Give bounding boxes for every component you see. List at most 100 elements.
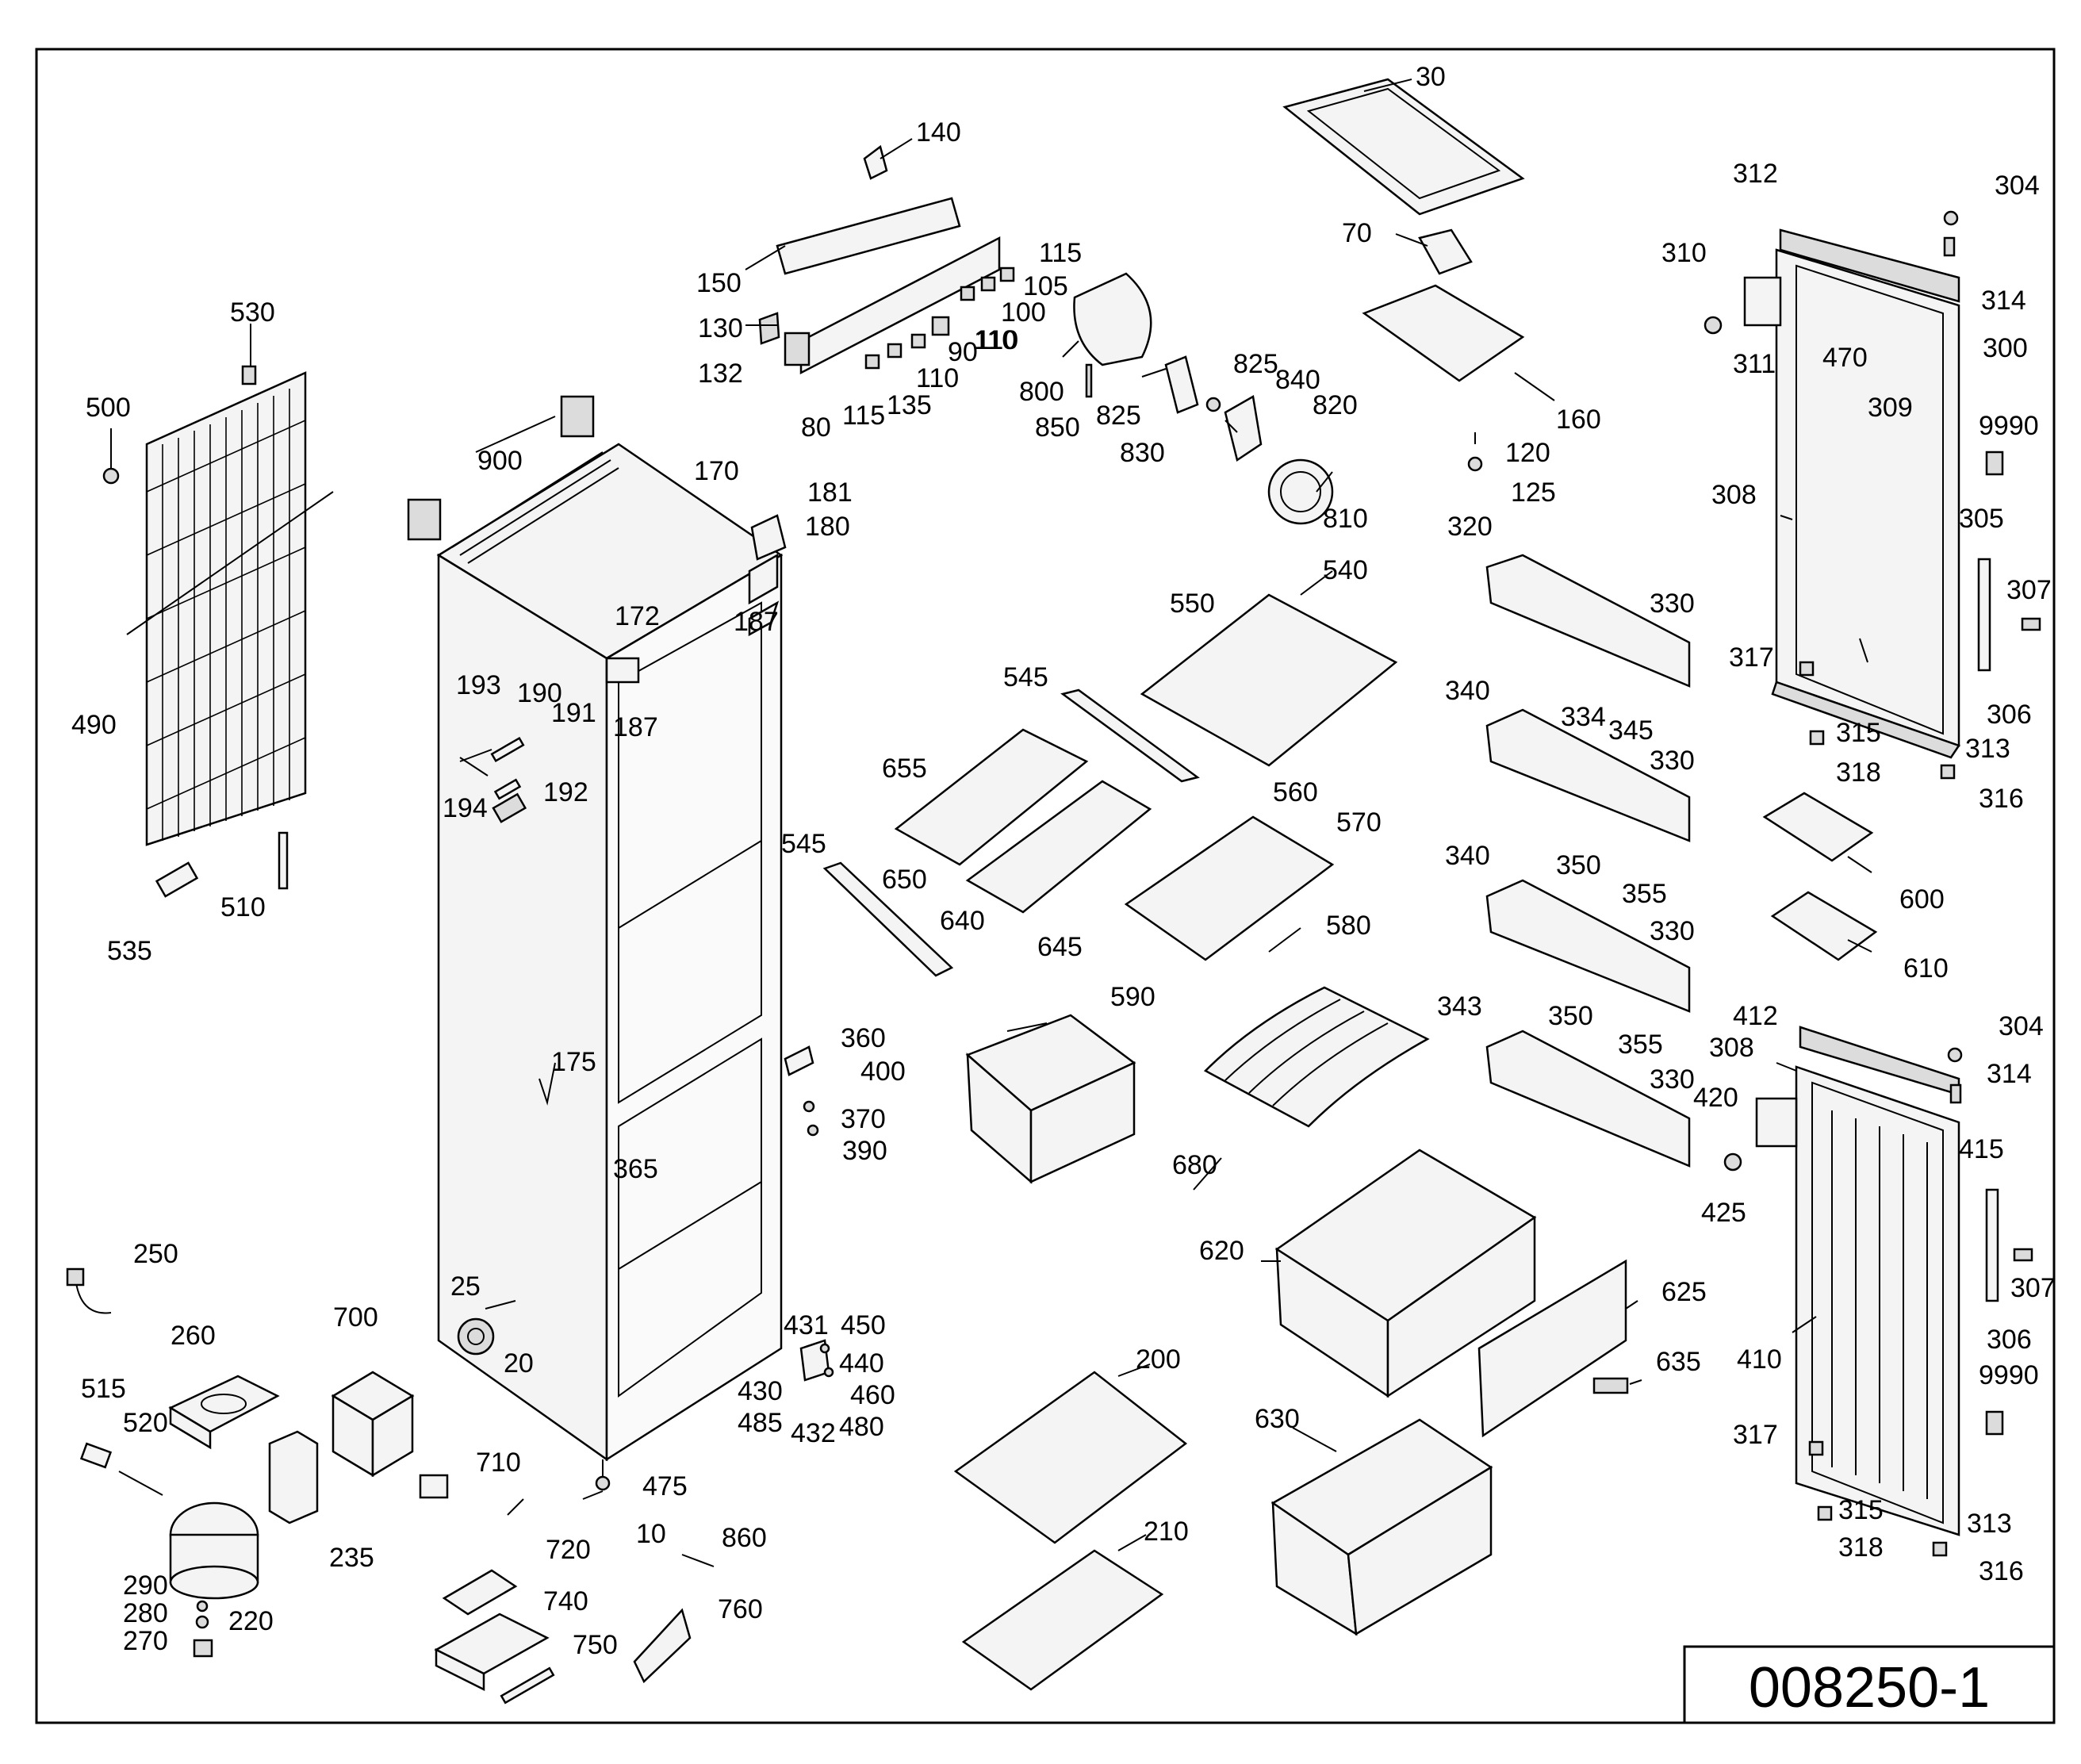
label-313a: 313 — [1965, 734, 2010, 764]
label-680: 680 — [1172, 1150, 1217, 1180]
label-330b: 330 — [1650, 746, 1695, 776]
light-740 — [434, 1613, 550, 1692]
label-430: 430 — [738, 1376, 783, 1406]
glass-shelf-650 — [894, 728, 1089, 866]
label-431: 431 — [784, 1310, 829, 1340]
label-470: 470 — [1822, 343, 1868, 373]
diagram-frame — [35, 48, 2056, 1724]
label-760: 760 — [718, 1594, 763, 1624]
label-530: 530 — [230, 297, 275, 328]
crisper-bin-590 — [965, 1014, 1136, 1184]
label-250: 250 — [133, 1239, 178, 1269]
label-270: 270 — [123, 1626, 168, 1656]
condenser-490 — [102, 324, 334, 898]
label-334: 334 — [1561, 702, 1606, 732]
label-194: 194 — [443, 793, 488, 823]
label-590: 590 — [1110, 982, 1155, 1012]
label-140: 140 — [916, 117, 961, 148]
evaporator-cover-30 — [1282, 78, 1525, 216]
label-485: 485 — [738, 1408, 783, 1438]
label-490: 490 — [71, 710, 117, 740]
label-700: 700 — [333, 1302, 378, 1333]
label-191: 191 — [551, 698, 596, 728]
freezer-drawer-620 — [1274, 1149, 1537, 1398]
label-309: 309 — [1868, 393, 1913, 423]
label-193: 193 — [456, 670, 501, 700]
label-304b: 304 — [1999, 1011, 2044, 1041]
bracket-760 — [633, 1608, 692, 1684]
label-308b: 308 — [1709, 1033, 1754, 1063]
label-320: 320 — [1447, 512, 1493, 542]
label-515: 515 — [81, 1374, 126, 1404]
label-135: 135 — [887, 390, 932, 420]
control-panel-assembly — [758, 144, 1015, 375]
label-360: 360 — [841, 1023, 886, 1053]
label-860: 860 — [722, 1523, 767, 1553]
label-510: 510 — [220, 892, 266, 922]
label-345: 345 — [1608, 715, 1654, 746]
label-110a: 110 — [974, 325, 1017, 355]
label-540: 540 — [1323, 555, 1368, 585]
label-580: 580 — [1326, 911, 1371, 941]
label-440: 440 — [839, 1348, 884, 1379]
label-420: 420 — [1693, 1083, 1738, 1113]
label-80: 80 — [801, 412, 831, 443]
drawing-id-box: 008250-1 — [1683, 1645, 2056, 1724]
label-130: 130 — [698, 313, 743, 343]
label-450: 450 — [841, 1310, 886, 1340]
freezer-drawer-630 — [1270, 1418, 1493, 1636]
label-350b: 350 — [1548, 1001, 1593, 1031]
fan-housing-800 — [1073, 272, 1334, 525]
door-bin-330-second — [1485, 708, 1691, 842]
label-9990b: 9990 — [1979, 1360, 2039, 1390]
label-355a: 355 — [1622, 879, 1667, 909]
shelf-trim-545 — [1060, 688, 1200, 783]
glass-shelf-640 — [965, 780, 1152, 914]
label-175: 175 — [551, 1047, 596, 1077]
compressor-220 — [169, 1501, 259, 1658]
label-560: 560 — [1273, 777, 1318, 807]
label-318b: 318 — [1838, 1532, 1884, 1563]
label-120: 120 — [1505, 438, 1550, 468]
label-800: 800 — [1019, 377, 1064, 407]
hinge-parts — [784, 1045, 834, 1382]
label-410: 410 — [1737, 1344, 1782, 1375]
label-305: 305 — [1959, 504, 2004, 534]
tray-housing-160 — [1362, 228, 1525, 472]
label-750: 750 — [573, 1630, 618, 1660]
label-316a: 316 — [1979, 784, 2024, 814]
label-190: 190 — [517, 678, 562, 708]
label-180: 180 — [805, 512, 850, 542]
label-200: 200 — [1136, 1344, 1181, 1375]
label-645: 645 — [1037, 932, 1083, 962]
part-number-labels: 30 70 160 120 125 140 150 130 132 80 115… — [71, 62, 2056, 1660]
label-90: 90 — [948, 337, 978, 367]
label-365: 365 — [613, 1154, 658, 1184]
label-310: 310 — [1661, 238, 1707, 268]
ice-tray-610 — [1770, 891, 1878, 961]
label-412: 412 — [1733, 1001, 1778, 1031]
lower-door-410 — [1723, 1026, 2033, 1557]
label-475: 475 — [642, 1471, 688, 1501]
bar-750 — [500, 1666, 555, 1705]
shelf-trim-545b — [822, 861, 954, 977]
label-307b: 307 — [2010, 1273, 2056, 1303]
label-460: 460 — [850, 1380, 895, 1410]
label-830: 830 — [1120, 438, 1165, 468]
label-340a: 340 — [1445, 676, 1490, 706]
label-9990a: 9990 — [1979, 411, 2039, 441]
label-317a: 317 — [1729, 642, 1774, 673]
label-312: 312 — [1733, 159, 1778, 189]
label-640: 640 — [940, 906, 985, 936]
relay-box-700 — [331, 1371, 415, 1478]
label-415: 415 — [1959, 1134, 2004, 1164]
label-620: 620 — [1199, 1236, 1244, 1266]
glass-plate-210 — [961, 1549, 1164, 1691]
mounting-plate-260 — [168, 1375, 280, 1450]
label-30: 30 — [1416, 62, 1446, 92]
label-432: 432 — [791, 1418, 836, 1448]
label-220: 220 — [228, 1606, 274, 1636]
label-100: 100 — [1001, 297, 1046, 328]
label-110b: 110 — [916, 363, 959, 393]
label-105: 105 — [1023, 271, 1068, 301]
